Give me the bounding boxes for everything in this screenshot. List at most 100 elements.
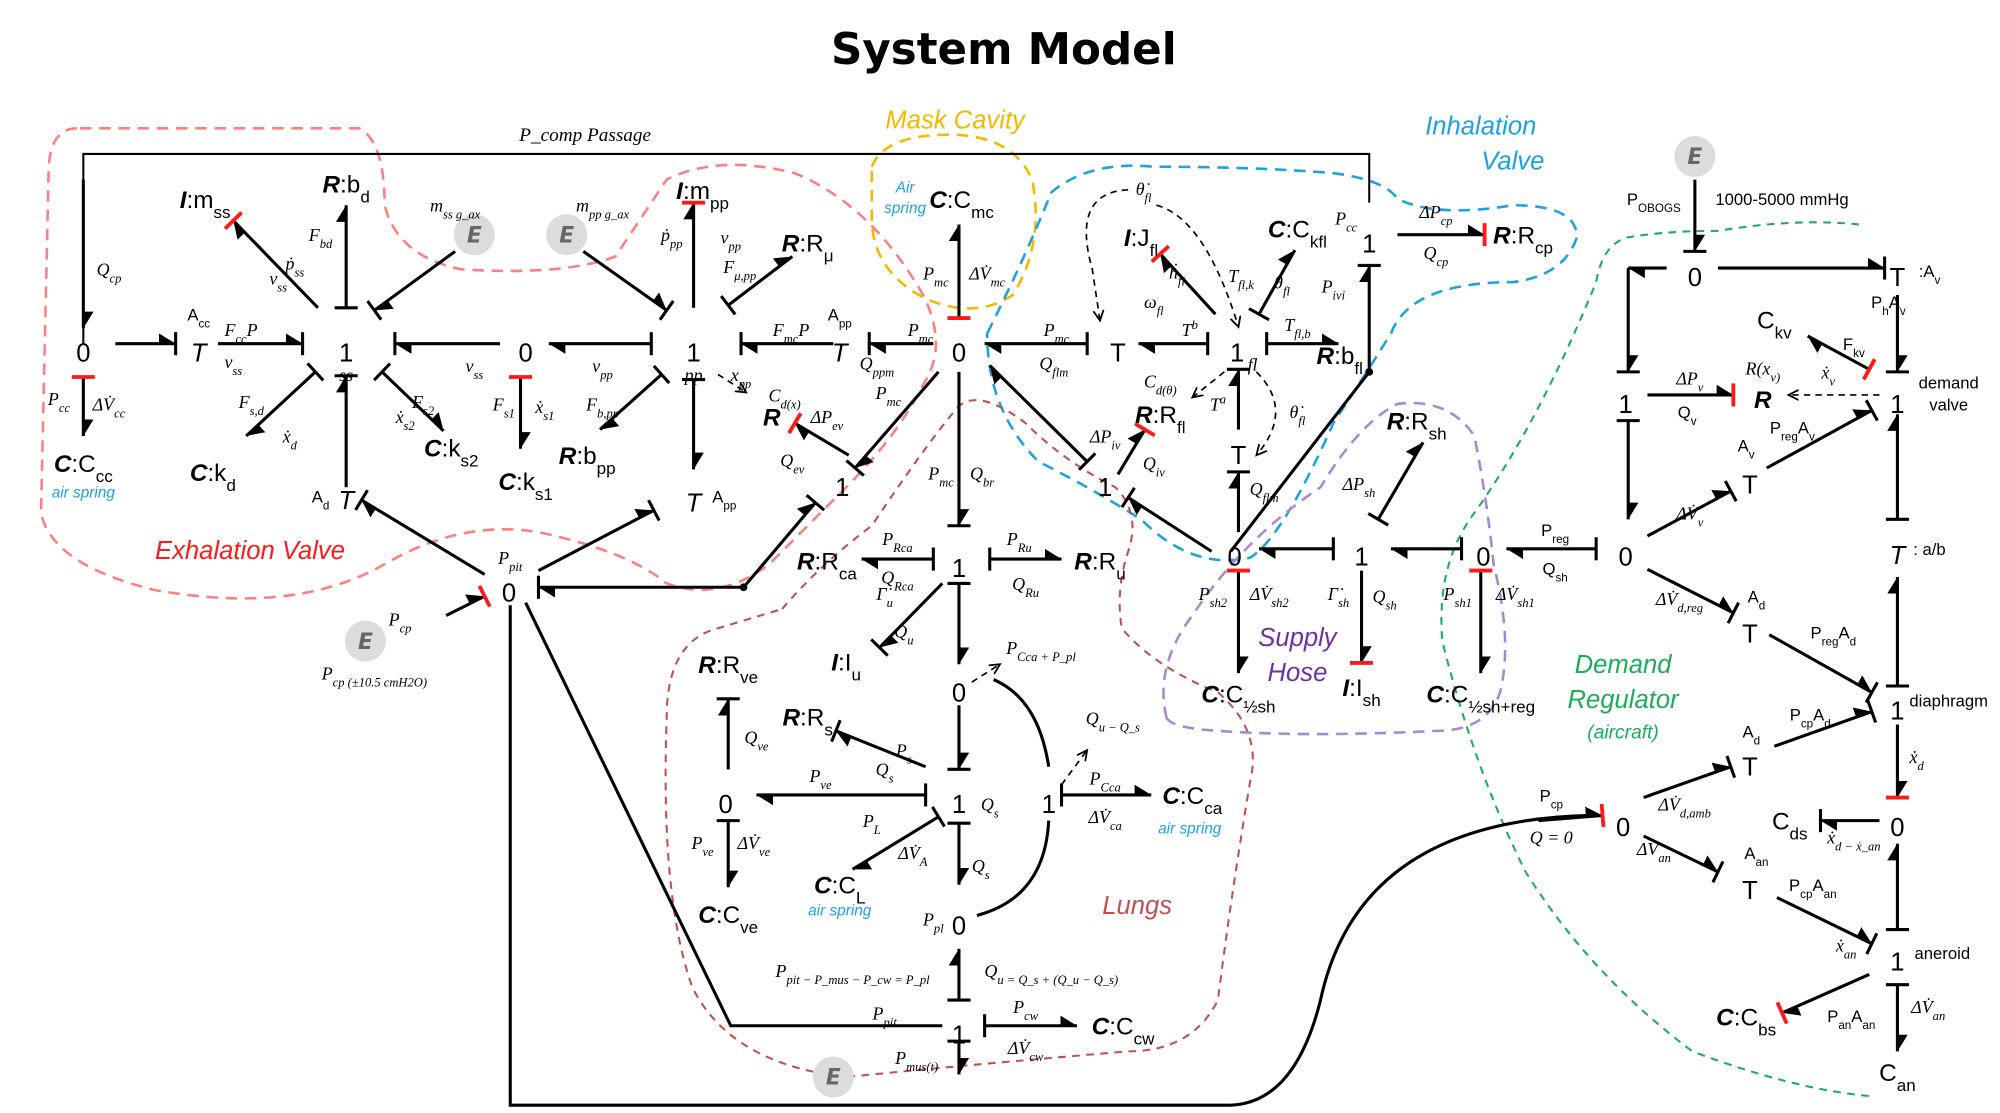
- bond-dia-Tad-1: [1768, 633, 1873, 694]
- bond-exh-E-1ss: [373, 250, 457, 312]
- annotation-air-spring-mc-2: spring: [884, 200, 926, 217]
- bond-iv-1iv-0mc: [988, 364, 1089, 463]
- bond-label-pcca: PCca: [1089, 769, 1121, 795]
- transformer-modulus: :Av: [1919, 262, 1941, 287]
- bond-label-pmc-d: Pmc: [927, 464, 954, 490]
- causal-stroke: [652, 364, 671, 385]
- page-title: System Model: [831, 25, 1177, 75]
- causal-stroke: [1725, 755, 1737, 779]
- bond-dv-1dv-Ckv: [1806, 334, 1870, 371]
- transformer-modulus: : a/b: [1913, 540, 1945, 559]
- bond-label-vpp: vpp: [592, 356, 613, 382]
- src-e-gravity-pp: E: [546, 214, 588, 256]
- inhalation-valve-outline: [985, 164, 1579, 562]
- junction-subscript: fl: [1248, 355, 1258, 375]
- junction-j0_reg: 0: [1619, 543, 1633, 571]
- transformer-modulus: App: [828, 306, 852, 331]
- causal-stroke: [1248, 307, 1270, 322]
- causal-stroke: [845, 459, 865, 477]
- effort-source-symbol: E: [1687, 145, 1702, 170]
- annotation-pl-flow-eq: Qu = Q_s + (Q_u − Q_s): [984, 961, 1118, 987]
- junction-j1_s: 1: [952, 791, 966, 819]
- junction-dot: [1365, 368, 1374, 376]
- junction-j1_iv: 1: [1098, 474, 1112, 502]
- effort-source-symbol: E: [358, 630, 373, 655]
- bond-label-dvmc: ΔV̇mc: [968, 263, 1006, 290]
- bond-label-qs-b: Qs: [981, 794, 999, 820]
- causal-stroke: [719, 295, 737, 316]
- junction-j0_pit: 0: [502, 579, 516, 607]
- junction-j1_cw: 1: [952, 1022, 966, 1050]
- element-r-ru: R:Ru: [1074, 548, 1125, 583]
- causal-stroke: [1866, 700, 1878, 724]
- bond-label-pregav: PregAv: [1770, 418, 1815, 442]
- element-i-ish: I:Ish: [1342, 675, 1380, 710]
- element-c-chsh: C:C½sh: [1201, 682, 1275, 717]
- bond-label-dpcp: ΔPcp: [1418, 202, 1452, 228]
- element-c-cmc: C:Cmc: [929, 187, 994, 221]
- annotation-air-spring: air spring: [1158, 820, 1222, 837]
- bond-mc-0mc-1ev: [853, 370, 940, 470]
- element-r-ev: R: [763, 405, 781, 432]
- bond-label-pmc-a: Pmc: [907, 320, 934, 346]
- bond-label-dva: ΔV̇A: [897, 842, 928, 869]
- bond-label-ppp: ṗpp: [659, 225, 683, 251]
- bond-pp-E-1pp: [582, 250, 668, 312]
- bond-label-dvcw: ΔV̇cw: [1007, 1037, 1044, 1064]
- annotation-air-spring: air spring: [808, 902, 872, 919]
- bond-label-xan: ẋan: [1835, 935, 1857, 961]
- region-label-supply-1: Supply: [1258, 624, 1339, 652]
- bond-label-ta: Ta: [1210, 392, 1226, 414]
- bond-label-fs1: Fs1: [492, 394, 515, 420]
- element-c-kd: C:kd: [190, 460, 236, 495]
- bond-label-qs-a: Qs: [876, 760, 894, 786]
- annotation-air-spring-mc-1: Air: [895, 179, 916, 196]
- causal-stroke: [1711, 860, 1725, 883]
- ppit-line: [524, 601, 943, 1028]
- bond-label-prca: PRca: [881, 529, 912, 555]
- qu-qs-signal: [1060, 750, 1088, 786]
- element-r-bfl: R:bfl: [1317, 343, 1363, 378]
- bond-label-fmcp: FmcP: [772, 320, 810, 346]
- causal-stroke: [1726, 601, 1740, 624]
- bond-iv-1iv-Rfl: [1116, 428, 1147, 476]
- transformer-t_fl: T: [1110, 340, 1126, 368]
- causal-stroke: [870, 638, 889, 657]
- exhalation-valve-outline: [39, 127, 938, 600]
- causal-stroke: [658, 300, 675, 321]
- causal-stroke: [1864, 681, 1879, 704]
- bond-label-dvdamb: ΔV̇d,amb: [1657, 794, 1711, 821]
- bond-lung-1s-Rs: [835, 729, 927, 769]
- bond-label-thetafl: θfl: [1274, 273, 1290, 299]
- bond-label-pregad: PregAd: [1811, 624, 1857, 649]
- bond-label-pcp-amb: Pcp: [1540, 786, 1563, 810]
- bond-amb-src-0: [1538, 806, 1603, 823]
- bond-label-phav: PhAv: [1871, 293, 1906, 318]
- element-c-kv: Ckv: [1757, 307, 1792, 342]
- bond-amb-Tad-1dia: [1773, 707, 1873, 748]
- bond-label-psh1: Psh1: [1442, 584, 1471, 610]
- bond-label-ps: Ps: [895, 741, 912, 767]
- bond-label-pmc-c: Pmc: [875, 383, 902, 409]
- bond-label-pl: PL: [862, 811, 881, 837]
- bond-label-fmupp: Fμ,pp: [722, 257, 756, 283]
- bond-label-fccp: FccP: [223, 320, 257, 346]
- element-r-rcp: R:Rcp: [1493, 223, 1553, 258]
- bond-label-dvan: ΔV̇an: [1636, 838, 1671, 865]
- causal-stroke: [477, 585, 492, 608]
- transformer-t_ab: T: [1890, 542, 1908, 570]
- bond-sh-1sh-Rsh: [1376, 441, 1425, 521]
- effort-source-symbol: E: [467, 223, 482, 248]
- causal-stroke: [1864, 399, 1879, 422]
- source-label-gravity-ss: mss g_ax: [430, 196, 481, 222]
- bond-label-vss-a: vss: [224, 352, 242, 378]
- transformer-modulus: Acc: [187, 306, 210, 331]
- causal-stroke: [223, 211, 243, 231]
- bond-label-pcpaan: PcpAan: [1789, 876, 1837, 901]
- bond-label-tflb: Tfl,b: [1284, 315, 1310, 341]
- junction-j0_ve: 0: [719, 791, 733, 819]
- transformer-t_av_top: T: [1890, 264, 1906, 292]
- annotation-air-spring: air spring: [52, 485, 116, 502]
